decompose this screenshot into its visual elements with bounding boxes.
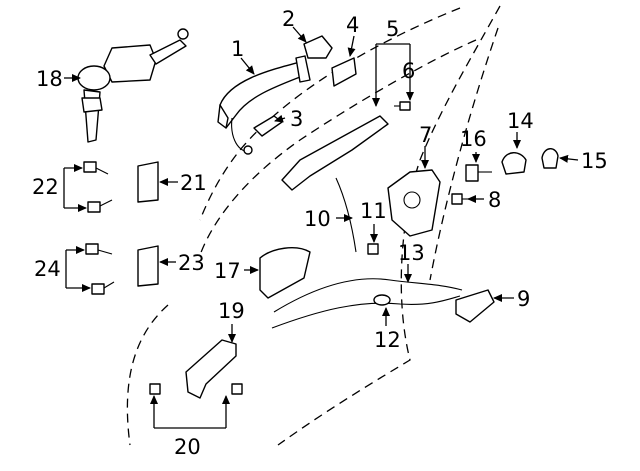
callout-2: 2 bbox=[282, 7, 295, 31]
bolts-20-part bbox=[149, 383, 243, 395]
hinge-21-part bbox=[137, 161, 159, 203]
plate-15-part bbox=[541, 148, 559, 169]
callout-15: 15 bbox=[581, 149, 608, 173]
outside-handle-part bbox=[217, 55, 311, 155]
bolts-24-part bbox=[85, 243, 115, 295]
callout-19: 19 bbox=[218, 299, 245, 323]
striker-14-part bbox=[501, 152, 527, 175]
cable-assembly-part bbox=[271, 278, 463, 329]
handle-pad-part bbox=[253, 115, 283, 137]
callout-14: 14 bbox=[507, 109, 534, 133]
callout-11: 11 bbox=[360, 199, 387, 223]
callout-10: 10 bbox=[304, 207, 331, 231]
callout-20: 20 bbox=[174, 435, 201, 459]
callout-24: 24 bbox=[34, 257, 61, 281]
door-lock-part bbox=[387, 169, 441, 237]
clip-11-part bbox=[367, 243, 379, 255]
lock-rod-part bbox=[335, 177, 357, 253]
callout-7: 7 bbox=[419, 123, 432, 147]
callout-22: 22 bbox=[32, 175, 59, 199]
callout-18: 18 bbox=[36, 67, 63, 91]
inside-handle-part bbox=[259, 247, 311, 299]
callout-17: 17 bbox=[214, 259, 241, 283]
bolts-22-part bbox=[83, 161, 113, 213]
bolt-16-part bbox=[465, 164, 492, 182]
key-cylinder-part bbox=[77, 28, 189, 143]
screw-6-part bbox=[394, 101, 411, 111]
bracket-9-part bbox=[455, 289, 495, 323]
callout-5: 5 bbox=[386, 17, 399, 41]
door-check-part bbox=[185, 339, 237, 399]
callout-9: 9 bbox=[517, 287, 530, 311]
callout-3: 3 bbox=[290, 107, 303, 131]
callout-labels: 1 2 3 4 5 6 7 8 9 10 11 12 13 14 15 16 1… bbox=[32, 7, 608, 459]
callout-1: 1 bbox=[231, 37, 244, 61]
hinge-23-part bbox=[137, 245, 159, 287]
callout-21: 21 bbox=[180, 171, 207, 195]
handle-bezel-part bbox=[331, 57, 357, 87]
callout-4: 4 bbox=[346, 13, 359, 37]
callout-23: 23 bbox=[178, 251, 205, 275]
callout-8: 8 bbox=[488, 188, 501, 212]
callout-12: 12 bbox=[374, 328, 401, 352]
callout-13: 13 bbox=[398, 241, 425, 265]
handle-frame-part bbox=[281, 115, 389, 191]
leader-lines bbox=[63, 26, 579, 429]
callout-6: 6 bbox=[402, 59, 415, 83]
callout-16: 16 bbox=[460, 127, 487, 151]
handle-cap-part bbox=[303, 35, 333, 59]
